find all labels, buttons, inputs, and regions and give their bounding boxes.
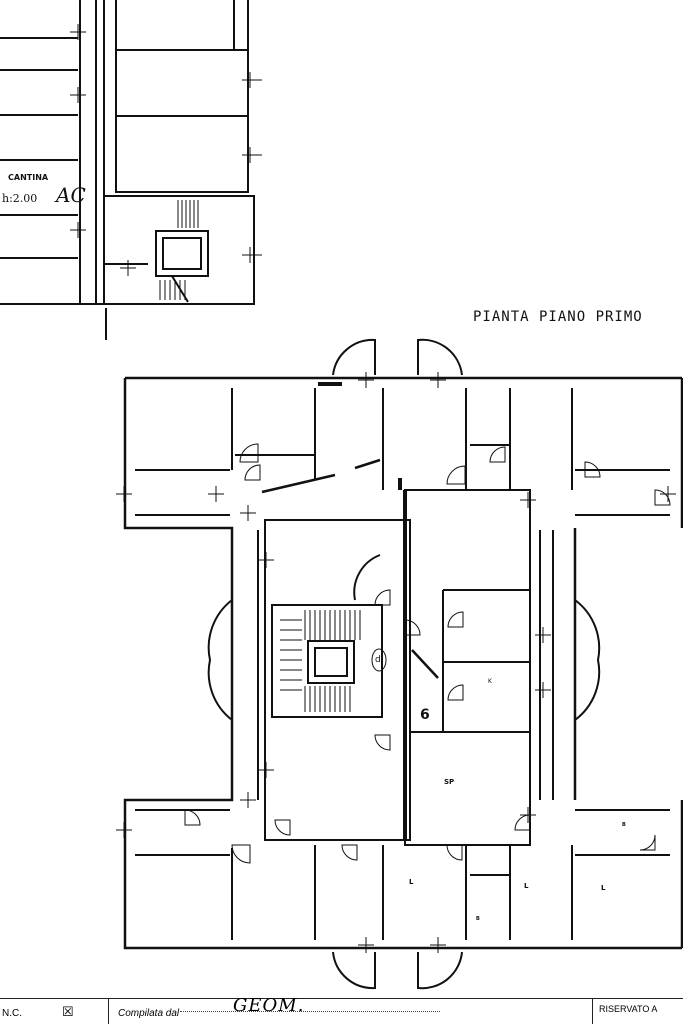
room-label-b1: B: [476, 916, 480, 922]
room-label-k: K: [488, 678, 492, 685]
basement-ticks: [70, 24, 262, 276]
balcony-arcs: [207, 338, 601, 990]
room-label-sp: SP: [444, 778, 455, 786]
grid-ticks: [116, 372, 676, 953]
thick-walls: [318, 382, 407, 840]
plan-title: PIANTA PIANO PRIMO: [473, 309, 643, 325]
compiled-by-line: [180, 1011, 440, 1012]
cantina-label: CANTINA: [8, 173, 49, 182]
basement-stairs: [159, 200, 199, 303]
stair-mark: d: [375, 655, 381, 665]
room-label-b2: B: [622, 822, 626, 828]
room-label-l2: L: [524, 882, 529, 890]
room-label-l1: L: [409, 878, 414, 886]
signature: GEOM.: [233, 995, 305, 1016]
nc-label: N.C.: [2, 1008, 22, 1019]
compiled-by-label: Compilata dal: [118, 1008, 180, 1019]
cantina-code: AC: [56, 183, 86, 207]
reserved-label: RISERVATO A: [599, 1004, 658, 1014]
basement-plan: [0, 0, 255, 340]
nc-checkbox[interactable]: ☒: [62, 1004, 74, 1019]
main-plan: [123, 376, 683, 950]
footer-divider: [108, 999, 109, 1024]
stair-number: 6: [420, 707, 430, 723]
entrance-diagonals: [261, 458, 439, 679]
reserved-box: RISERVATO A: [592, 999, 683, 1024]
cantina-height: h:2.00: [2, 192, 38, 205]
main-stairs: [280, 610, 387, 712]
room-label-l3: L: [601, 884, 606, 892]
title-block-footer: N.C. ☒ Compilata dal GEOM. RISERVATO A: [0, 995, 683, 1024]
